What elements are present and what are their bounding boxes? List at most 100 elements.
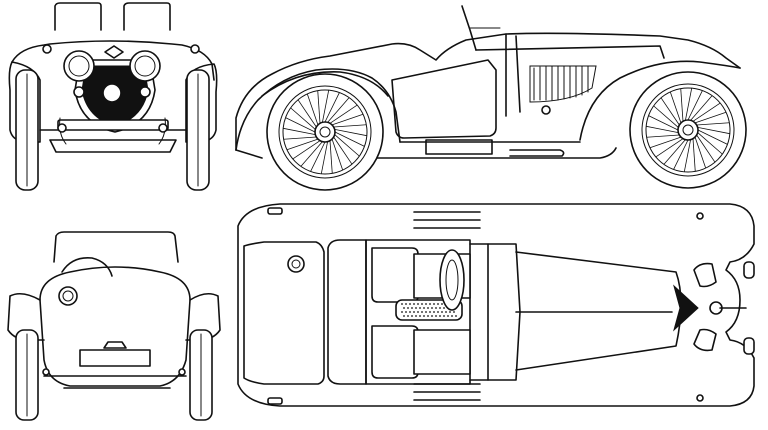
wheel-spoke — [334, 134, 360, 157]
texture-dot — [427, 315, 429, 317]
wheel-spokes — [283, 88, 730, 174]
wheel-spoke — [655, 138, 684, 158]
side-rear-wheel — [266, 73, 384, 191]
texture-dot — [403, 315, 405, 317]
texture-dot — [449, 311, 451, 313]
texture-dot — [435, 315, 437, 317]
wheel-spoke — [692, 138, 696, 172]
texture-dot — [437, 303, 439, 305]
fender-louvres — [413, 211, 481, 401]
wheel-spoke — [329, 104, 358, 124]
texture-dot — [423, 315, 425, 317]
texture-dot — [431, 307, 433, 309]
wheel-spoke — [324, 92, 340, 123]
wheel-spoke — [694, 136, 707, 169]
texture-dot — [417, 311, 419, 313]
texture-dot — [421, 303, 423, 305]
wheel-spoke — [317, 90, 321, 124]
texture-dot — [445, 311, 447, 313]
wheel-spoke — [648, 115, 679, 131]
wheel-spoke — [690, 95, 713, 121]
texture-dot — [411, 307, 413, 309]
texture-dot — [415, 315, 417, 317]
texture-dot — [413, 303, 415, 305]
wheel-spoke — [646, 125, 679, 133]
wheel-spoke — [331, 113, 364, 126]
texture-dot — [455, 315, 457, 317]
wheel-spoke — [696, 134, 716, 163]
texture-dot — [433, 311, 435, 313]
wheel-spoke — [696, 122, 730, 126]
texture-dot — [413, 311, 415, 313]
texture-dot — [439, 315, 441, 317]
wheel-spoke — [322, 90, 330, 123]
wheel-spoke — [285, 117, 316, 133]
wheel-spoke — [331, 138, 344, 171]
texture-dot — [435, 307, 437, 309]
wheel-spoke — [660, 97, 680, 126]
wheel-spoke — [327, 97, 350, 123]
texture-dot — [443, 307, 445, 309]
wheel-spoke — [649, 136, 682, 149]
texture-dot — [401, 303, 403, 305]
wheel-spoke — [685, 88, 693, 121]
texture-dot — [419, 315, 421, 317]
wheel-spoke — [697, 127, 730, 135]
texture-dot — [405, 303, 407, 305]
wheel-spoke — [286, 138, 319, 151]
wheel-spoke — [692, 102, 721, 122]
texture-dot — [407, 307, 409, 309]
texture-dot — [427, 307, 429, 309]
texture-dot — [401, 311, 403, 313]
texture-dot — [423, 307, 425, 309]
texture-dot — [411, 315, 413, 317]
wheel-spoke — [334, 131, 365, 147]
texture-dot — [409, 303, 411, 305]
wheel-spoke — [297, 99, 317, 128]
texture-dot — [439, 307, 441, 309]
texture-dot — [415, 307, 417, 309]
wheel-spoke — [680, 88, 684, 122]
wheel-spoke — [292, 140, 321, 160]
wheel-spoke — [300, 141, 323, 167]
texture-dot — [447, 315, 449, 317]
texture-dot — [441, 311, 443, 313]
wheel-spoke — [310, 141, 326, 172]
wheel-spoke — [694, 111, 727, 124]
wheel-spoke — [320, 141, 328, 174]
texture-dot — [403, 307, 405, 309]
wheel-spoke — [290, 107, 316, 130]
wheel-spoke — [329, 140, 333, 174]
texture-dot — [433, 303, 435, 305]
wheel-spoke — [697, 129, 728, 145]
wheel-spoke — [333, 136, 353, 165]
wheel-spoke — [333, 124, 367, 128]
wheel-spoke — [663, 139, 686, 165]
wheel-spoke — [683, 139, 691, 172]
texture-dot — [417, 303, 419, 305]
wheel-spoke — [334, 129, 367, 137]
texture-dot — [409, 311, 411, 313]
texture-dot — [407, 315, 409, 317]
texture-dot — [437, 311, 439, 313]
texture-dot — [441, 303, 443, 305]
texture-dot — [429, 311, 431, 313]
texture-dot — [425, 311, 427, 313]
wheel-spoke — [646, 134, 680, 138]
texture-dot — [419, 307, 421, 309]
texture-dot — [421, 311, 423, 313]
texture-dot — [451, 315, 453, 317]
texture-dot — [431, 315, 433, 317]
wheel-spoke — [283, 127, 316, 135]
wheel-spoke — [669, 91, 682, 124]
wheel-spoke — [673, 139, 689, 170]
texture-dot — [443, 315, 445, 317]
wheel-spoke — [283, 136, 317, 140]
bonnet-louvres — [529, 65, 597, 103]
texture-dot — [425, 303, 427, 305]
texture-dot — [453, 311, 455, 313]
